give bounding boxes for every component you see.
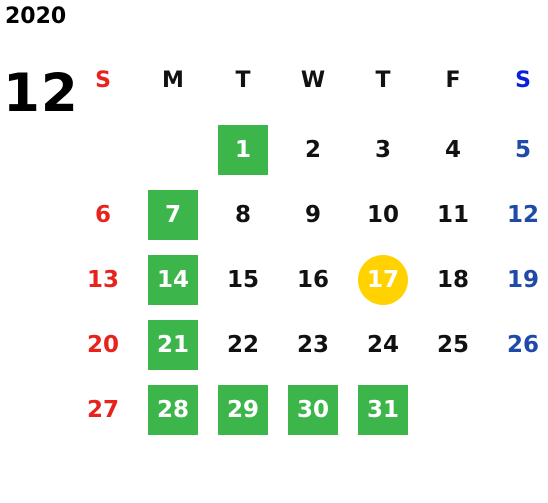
day-cell[interactable]: 5 <box>514 136 531 163</box>
day-cell[interactable]: 18 <box>436 266 469 293</box>
day-cell[interactable]: 11 <box>436 201 469 228</box>
day-cell[interactable]: 13 <box>86 266 119 293</box>
day-cell-today[interactable]: 17 <box>358 255 408 305</box>
day-cell[interactable]: 15 <box>226 266 259 293</box>
day-cell[interactable]: 22 <box>226 331 259 358</box>
weekday-6: S <box>515 68 531 93</box>
day-cell[interactable]: 30 <box>288 385 338 435</box>
day-cell[interactable]: 2 <box>304 136 321 163</box>
day-cell[interactable]: 3 <box>374 136 391 163</box>
day-cell[interactable]: 16 <box>296 266 329 293</box>
weekday-4: T <box>375 68 391 93</box>
day-cell[interactable]: 26 <box>506 331 539 358</box>
year-label: 2020 <box>5 4 67 29</box>
day-cell[interactable]: 9 <box>304 201 321 228</box>
day-cell[interactable]: 12 <box>506 201 539 228</box>
day-cell[interactable]: 1 <box>218 125 268 175</box>
day-cell[interactable]: 20 <box>86 331 119 358</box>
weekday-2: T <box>235 68 251 93</box>
day-cell[interactable]: 4 <box>444 136 461 163</box>
weekday-5: F <box>445 68 461 93</box>
day-cell[interactable]: 14 <box>148 255 198 305</box>
day-cell[interactable]: 10 <box>366 201 399 228</box>
weekday-3: W <box>300 68 326 93</box>
day-cell[interactable]: 21 <box>148 320 198 370</box>
day-cell[interactable]: 31 <box>358 385 408 435</box>
day-cell[interactable]: 28 <box>148 385 198 435</box>
month-label: 12 <box>3 63 79 124</box>
day-cell[interactable]: 24 <box>366 331 399 358</box>
weekday-1: M <box>162 68 184 93</box>
day-cell[interactable]: 23 <box>296 331 329 358</box>
day-cell[interactable]: 27 <box>86 396 119 423</box>
day-cell[interactable]: 6 <box>94 201 111 228</box>
day-cell[interactable]: 19 <box>506 266 539 293</box>
day-cell[interactable]: 8 <box>234 201 251 228</box>
day-cell[interactable]: 25 <box>436 331 469 358</box>
day-cell[interactable]: 29 <box>218 385 268 435</box>
weekday-0: S <box>95 68 111 93</box>
day-cell[interactable]: 7 <box>148 190 198 240</box>
